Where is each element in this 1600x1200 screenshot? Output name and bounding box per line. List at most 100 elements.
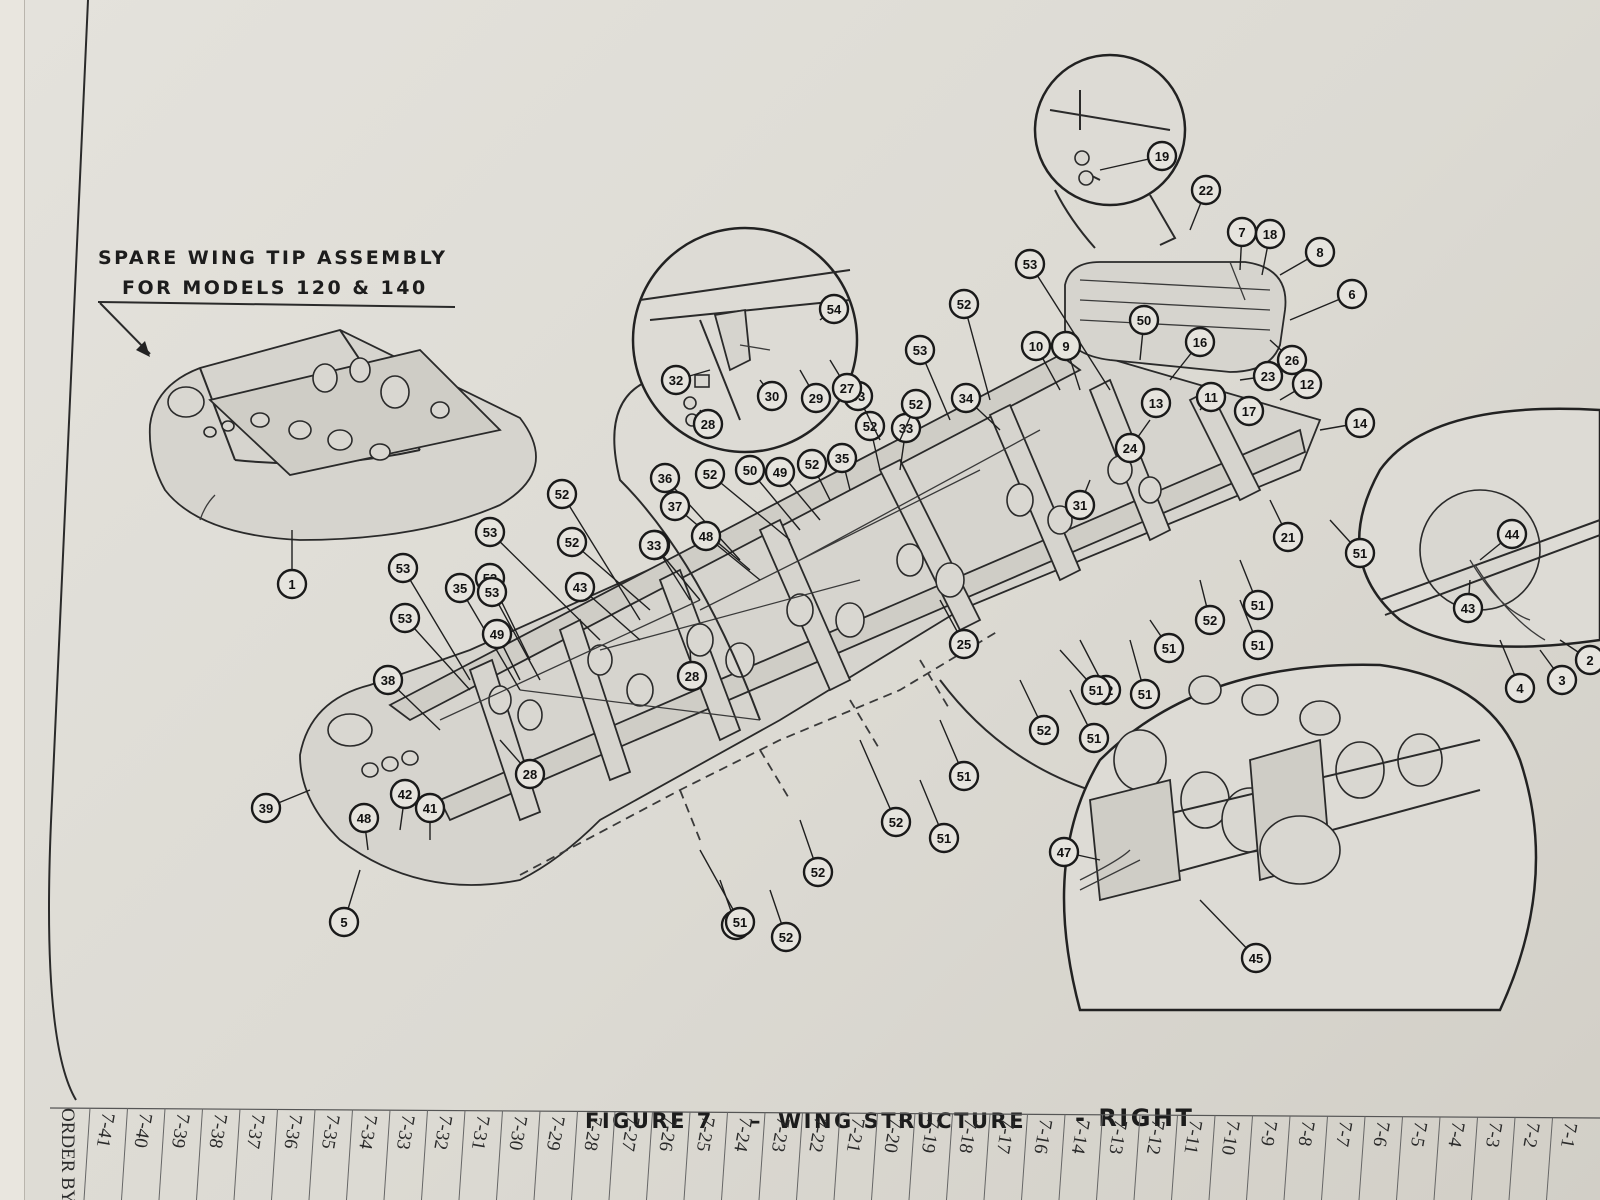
index-tab-label[interactable]: 7-37 (242, 1112, 269, 1150)
callout-26: 26 (1269, 339, 1308, 376)
index-tab-label[interactable]: 7-4 (1443, 1120, 1468, 1149)
callout-number: 51 (1251, 638, 1265, 653)
index-tab-divider (271, 1109, 278, 1200)
detail-circle-wingtip-light (1357, 407, 1600, 648)
callout-52: 52 (796, 448, 831, 501)
callout-leader (404, 617, 471, 691)
index-tab-label[interactable]: 7-8 (1293, 1119, 1318, 1148)
callout-circle (476, 576, 508, 608)
callout-number: 23 (1261, 369, 1275, 384)
callout-24: 24 (1114, 419, 1151, 464)
index-tab-divider (833, 1112, 841, 1200)
index-tab-label[interactable]: 7-10 (1217, 1119, 1244, 1157)
index-tab-label[interactable]: 7-31 (467, 1114, 494, 1152)
callout-number: 49 (773, 465, 787, 480)
index-tab-label[interactable]: 7-2 (1518, 1121, 1543, 1150)
callout-51: 51 (1239, 559, 1274, 621)
callout-number: 53 (913, 343, 927, 358)
callout-circle (826, 442, 858, 474)
callout-circle (756, 380, 788, 412)
callout-number: 18 (1263, 227, 1277, 242)
index-tab-label[interactable]: 7-6 (1368, 1120, 1393, 1149)
index-tab-divider (1546, 1117, 1553, 1200)
callout-circle (638, 529, 670, 561)
callout-22: 22 (1189, 174, 1222, 231)
index-tab-label[interactable]: 7-34 (354, 1113, 381, 1151)
callout-number: 44 (1505, 527, 1520, 542)
index-tab-label[interactable]: 7-28 (579, 1114, 606, 1152)
callout-19: 19 (1099, 140, 1178, 172)
callout-number: 39 (259, 801, 273, 816)
index-tab-label[interactable]: 7-32 (429, 1113, 456, 1151)
callout-leader (489, 531, 601, 641)
callout-number: 13 (1149, 396, 1163, 411)
callout-53: 53 (476, 576, 541, 681)
callout-50: 50 (734, 454, 801, 531)
callout-circle (1129, 678, 1161, 710)
index-tab-divider (1321, 1116, 1328, 1200)
callout-number: 4 (1516, 681, 1524, 696)
callout-number: 51 (1087, 731, 1101, 746)
callout-16: 16 (1169, 326, 1216, 381)
index-tab-label[interactable]: 7-5 (1406, 1120, 1431, 1149)
index-tab-label[interactable]: 7-9 (1256, 1119, 1281, 1148)
index-tab-label[interactable]: 7-1 (1556, 1121, 1581, 1150)
index-tab-label[interactable]: 7-36 (279, 1112, 306, 1150)
index-tab-label[interactable]: 7-38 (204, 1112, 231, 1150)
callout-number: 37 (668, 499, 682, 514)
index-tab-label[interactable]: 7-7 (1331, 1119, 1356, 1148)
callout-51: 51 (919, 779, 960, 854)
index-tab-label[interactable]: 7-35 (317, 1113, 344, 1151)
index-tab-label[interactable]: 7-3 (1481, 1120, 1506, 1149)
index-tab-label[interactable]: 7-39 (167, 1112, 194, 1150)
index-tab-label[interactable]: 7-30 (504, 1114, 531, 1152)
callout-circle (328, 906, 360, 938)
callout-number: 54 (827, 302, 842, 317)
index-tab-divider (908, 1113, 916, 1200)
callout-circle (1140, 387, 1172, 419)
callout-32: 32 (660, 364, 711, 396)
callout-number: 28 (685, 669, 699, 684)
callout-number: 52 (555, 487, 569, 502)
callout-circle (1128, 304, 1160, 336)
callout-30: 30 (756, 379, 788, 412)
callout-circle (514, 758, 546, 790)
callout-circle (1242, 589, 1274, 621)
callout-14: 14 (1319, 407, 1376, 439)
callout-45: 45 (1199, 899, 1272, 974)
index-tab-label[interactable]: 7-33 (392, 1113, 419, 1151)
callout-number: 3 (1558, 673, 1565, 688)
callout-circle (690, 520, 722, 552)
callout-circle (389, 778, 421, 810)
detail-circle-fitting (631, 226, 859, 454)
index-tab-label[interactable]: 7-29 (542, 1114, 569, 1152)
callout-number: 52 (889, 815, 903, 830)
callout-29: 29 (799, 369, 832, 414)
callout-5: 5 (328, 869, 361, 938)
spare-note-line2: FOR MODELS 120 & 140 (122, 277, 428, 299)
callout-number: 11 (1204, 390, 1218, 405)
callout-12: 12 (1279, 368, 1323, 401)
callout-9: 9 (1050, 330, 1082, 391)
callout-circle (1195, 381, 1227, 413)
callout-number: 51 (1353, 546, 1367, 561)
index-tab-label[interactable]: 7-41 (92, 1111, 119, 1149)
callout-38: 38 (372, 664, 441, 731)
callout-number: 53 (398, 611, 412, 626)
callout-23: 23 (1239, 360, 1284, 392)
callout-circle (724, 906, 756, 938)
callout-8: 8 (1279, 236, 1336, 276)
index-tab-label[interactable]: 7-14 (1067, 1118, 1094, 1156)
index-tab-label[interactable]: 7-24 (729, 1115, 756, 1153)
callout-circle (564, 571, 596, 603)
index-tab-label[interactable]: 7-40 (129, 1111, 156, 1149)
callout-35: 35 (826, 442, 858, 491)
index-tab-divider (1133, 1114, 1141, 1200)
index-tab-divider (871, 1113, 878, 1200)
main-wing-drawing (299, 349, 1322, 886)
index-tab-divider (1246, 1115, 1253, 1200)
callout-number: 35 (453, 581, 467, 596)
callout-number: 51 (1138, 687, 1152, 702)
index-tab-label[interactable]: 7-23 (767, 1116, 794, 1154)
index-tab-label[interactable]: 7-16 (1029, 1117, 1056, 1155)
